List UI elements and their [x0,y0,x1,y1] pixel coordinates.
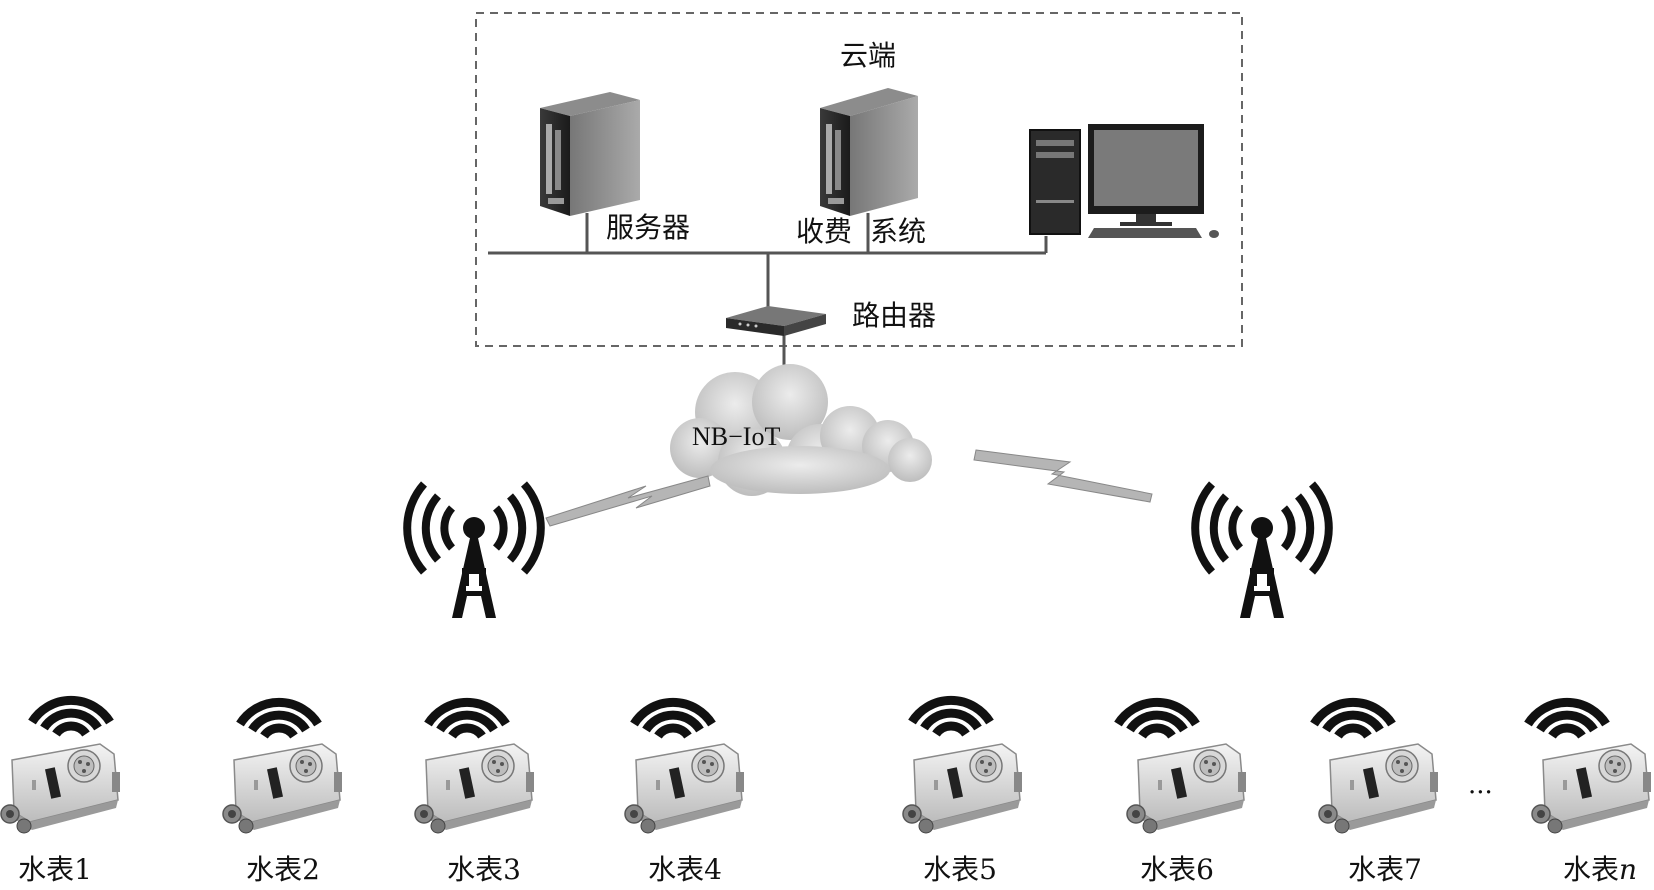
nb-iot-cloud-icon [670,364,932,496]
cloud-title: 云端 [840,39,897,72]
base-station-tower-right-icon [1195,484,1329,618]
meter-label-n-suffix: n [1618,853,1638,886]
system-label: 系统 [870,215,927,248]
meter-ellipsis: ··· [1468,778,1493,808]
meter-label-7: 水表7 [1348,853,1422,886]
signal-arcs-icon [32,700,110,734]
nb-iot-label: NB−IoT [692,422,781,451]
signal-arcs-icon [1118,702,1196,736]
signal-arcs-icon [428,702,506,736]
water-meter-icon [1126,743,1247,834]
meter-label-n-prefix: 水表 [1562,853,1619,886]
water-meter-icon [1531,743,1652,834]
meter-label-1: 水表1 [18,853,92,886]
router-label: 路由器 [852,299,937,332]
desktop-computer-icon [1029,124,1219,238]
water-meter-icon [222,743,343,834]
base-station-tower-left-icon [407,484,541,618]
billing-server-icon [820,88,918,216]
meter-label-6: 水表6 [1140,853,1214,886]
server-icon [540,92,640,216]
signal-arcs-icon [1528,702,1606,736]
signal-arcs-icon [634,702,712,736]
router-icon [726,306,826,336]
signal-arcs-icon [1314,702,1392,736]
meter-label-3: 水表3 [447,853,521,886]
server-label: 服务器 [606,211,691,244]
meter-label-5: 水表5 [923,853,997,886]
water-meter-icon [902,743,1023,834]
meter-label-4: 水表4 [648,853,722,886]
billing-label: 收费 [796,215,853,248]
meter-label-2: 水表2 [246,853,320,886]
water-meter-icon [414,743,535,834]
water-meter-icon [0,743,121,834]
signal-arcs-icon [240,702,318,736]
water-meter-icon [1318,743,1439,834]
wireless-link-right [973,449,1153,503]
meter-label-n: 水表n [1563,856,1637,884]
signal-arcs-icon [912,700,990,734]
cloud-boundary-box [475,12,1243,347]
water-meter-icon [624,743,745,834]
wireless-link-left [545,475,711,527]
